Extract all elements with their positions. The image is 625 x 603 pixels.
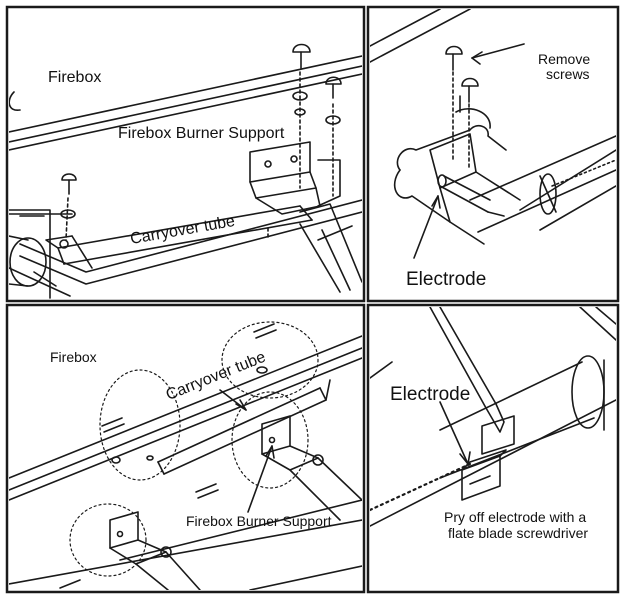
screw-3 bbox=[59, 173, 77, 249]
panel-frame bbox=[366, 303, 620, 594]
label-firebox-top: Firebox bbox=[48, 69, 102, 86]
firebox-edge bbox=[9, 55, 362, 151]
burner-support-bracket-right bbox=[261, 415, 362, 521]
burner-tube-left bbox=[9, 209, 57, 299]
arrow-support bbox=[247, 445, 275, 513]
firebox-edge bbox=[9, 335, 362, 501]
burner-support-bracket bbox=[249, 141, 341, 215]
firebox-hook bbox=[9, 91, 21, 111]
frame-edges bbox=[370, 307, 616, 527]
screw-2 bbox=[325, 76, 342, 197]
panel-top-right bbox=[366, 5, 620, 303]
screwdriver bbox=[429, 307, 505, 433]
panel-bottom-right bbox=[366, 303, 620, 594]
burner-tube bbox=[370, 355, 605, 512]
burner-bracket bbox=[394, 95, 521, 245]
arrow-electrode bbox=[439, 401, 471, 465]
label-remove-line2: screws bbox=[546, 66, 590, 82]
label-remove-line1: Remove bbox=[538, 51, 591, 67]
label-pry-line1: Pry off electrode with a bbox=[444, 509, 587, 525]
label-electrode-top: Electrode bbox=[406, 269, 487, 290]
carryover-tube bbox=[157, 379, 331, 475]
frame-rails bbox=[9, 199, 362, 297]
screw-1 bbox=[445, 45, 463, 161]
screw-1 bbox=[292, 43, 311, 189]
label-burner-support-top: Firebox Burner Support bbox=[118, 125, 285, 142]
label-firebox-bottom: Firebox bbox=[50, 349, 97, 365]
screw-2 bbox=[461, 77, 479, 169]
carryover-tube bbox=[45, 205, 313, 269]
burner-tube bbox=[469, 135, 616, 233]
panel-bottom-left bbox=[5, 303, 366, 594]
arrow-carryover bbox=[219, 389, 247, 411]
panel-top-left bbox=[5, 5, 366, 303]
label-electrode-bottom: Electrode bbox=[390, 384, 471, 405]
arrow-electrode bbox=[413, 195, 441, 259]
burner-outlines bbox=[69, 321, 319, 577]
label-pry-line2: flate blade screwdriver bbox=[448, 525, 589, 541]
label-burner-support-bottom: Firebox Burner Support bbox=[186, 513, 332, 529]
panel-frame bbox=[5, 5, 366, 303]
electrode bbox=[437, 174, 505, 217]
burner-support-bracket-left bbox=[109, 511, 201, 590]
firebox-slots bbox=[59, 323, 277, 589]
burner-tube-right bbox=[299, 203, 362, 293]
arrow-remove-screws bbox=[471, 43, 525, 65]
